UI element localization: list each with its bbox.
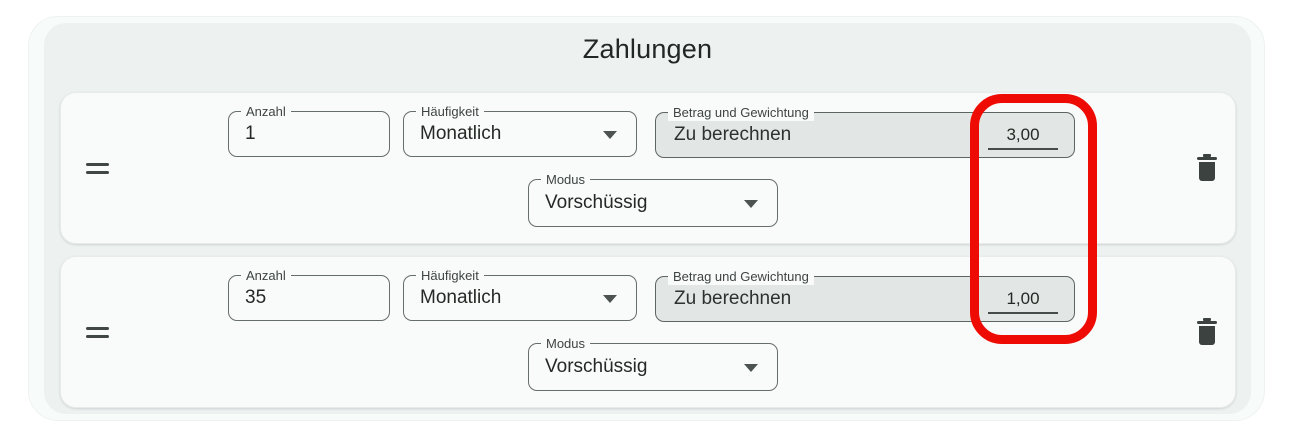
chevron-down-icon xyxy=(744,200,758,208)
payment-row-1: Anzahl Häufigkeit Monatlich Betrag und G… xyxy=(60,92,1236,244)
modus-label: Modus xyxy=(541,171,591,188)
drag-handle-icon[interactable] xyxy=(86,163,109,174)
gewichtung-input[interactable] xyxy=(988,125,1058,150)
drag-bar xyxy=(86,171,109,174)
drag-bar xyxy=(86,163,109,166)
drag-handle-icon[interactable] xyxy=(86,327,109,338)
delete-row-button[interactable] xyxy=(1194,154,1220,184)
anzahl-input[interactable] xyxy=(245,276,375,320)
haeufigkeit-label: Häufigkeit xyxy=(416,103,484,120)
betrag-label: Betrag und Gewichtung xyxy=(668,268,814,285)
anzahl-field[interactable]: Anzahl xyxy=(228,267,390,321)
drag-bar xyxy=(86,335,109,338)
betrag-gewichtung-field: Betrag und Gewichtung Zu berechnen xyxy=(655,268,1075,322)
modus-select[interactable]: Modus Vorschüssig xyxy=(528,335,778,391)
chevron-down-icon xyxy=(603,295,617,303)
anzahl-input[interactable] xyxy=(245,112,375,156)
modus-label: Modus xyxy=(541,335,591,352)
betrag-value: Zu berechnen xyxy=(674,288,792,309)
drag-bar xyxy=(86,327,109,330)
haeufigkeit-label: Häufigkeit xyxy=(416,267,484,284)
page-title: Zahlungen xyxy=(582,34,713,64)
chevron-down-icon xyxy=(744,364,758,372)
modus-value: Vorschüssig xyxy=(545,192,648,213)
trash-icon xyxy=(1197,154,1217,181)
haeufigkeit-value: Monatlich xyxy=(420,287,502,308)
modus-value: Vorschüssig xyxy=(545,356,648,377)
haeufigkeit-select[interactable]: Häufigkeit Monatlich xyxy=(403,267,637,321)
payment-row-2: Anzahl Häufigkeit Monatlich Betrag und G… xyxy=(60,256,1236,408)
haeufigkeit-select[interactable]: Häufigkeit Monatlich xyxy=(403,103,637,157)
betrag-gewichtung-field: Betrag und Gewichtung Zu berechnen xyxy=(655,104,1075,158)
chevron-down-icon xyxy=(603,131,617,139)
anzahl-field[interactable]: Anzahl xyxy=(228,103,390,157)
trash-icon xyxy=(1197,318,1217,345)
zahlungen-panel: Zahlungen Anzahl Häufigkeit Monatlich xyxy=(28,16,1265,421)
delete-row-button[interactable] xyxy=(1194,318,1220,348)
gewichtung-input[interactable] xyxy=(988,289,1058,314)
betrag-label: Betrag und Gewichtung xyxy=(668,104,814,121)
modus-select[interactable]: Modus Vorschüssig xyxy=(528,171,778,227)
haeufigkeit-value: Monatlich xyxy=(420,123,502,144)
zahlungen-group-card: Zahlungen Anzahl Häufigkeit Monatlich xyxy=(44,23,1251,414)
betrag-value: Zu berechnen xyxy=(674,124,792,145)
